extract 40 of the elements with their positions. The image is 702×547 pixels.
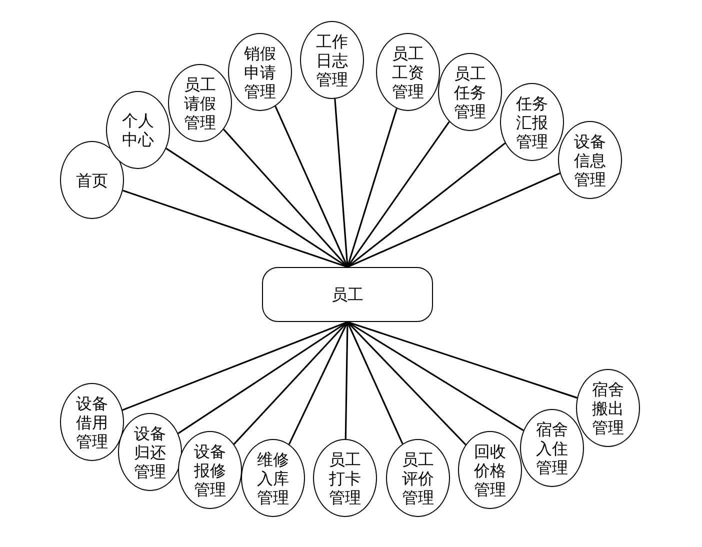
node-label: 员工任务管理 bbox=[453, 64, 487, 120]
connector-line bbox=[346, 322, 404, 444]
node-label: 员工 bbox=[332, 285, 364, 304]
attribute-ellipse bbox=[438, 53, 502, 131]
connector-line bbox=[346, 121, 450, 268]
connector-line bbox=[346, 108, 398, 268]
node-label: 宿舍入住管理 bbox=[535, 420, 569, 476]
connector-line bbox=[122, 190, 348, 268]
connector-line bbox=[347, 142, 506, 268]
node-label: 首页 bbox=[75, 170, 109, 190]
node-label: 设备归还管理 bbox=[133, 424, 167, 480]
connector-line bbox=[166, 148, 348, 268]
connector-line bbox=[233, 321, 348, 445]
node-label: 个人中心 bbox=[121, 111, 155, 149]
node-label: 维修入库管理 bbox=[256, 450, 290, 506]
connector-line bbox=[347, 172, 560, 268]
connector-line bbox=[122, 321, 348, 411]
node-label: 宿舍搬出管理 bbox=[591, 380, 625, 436]
connector-line bbox=[347, 321, 578, 399]
entity-box bbox=[262, 267, 433, 322]
connector-line bbox=[274, 106, 348, 268]
node-label: 设备报修管理 bbox=[193, 442, 227, 498]
node-label: 设备借用管理 bbox=[75, 394, 109, 450]
node-label: 工作日志管理 bbox=[315, 32, 349, 88]
node-label: 员工评价管理 bbox=[401, 450, 435, 506]
node-label: 员工打卡管理 bbox=[328, 450, 362, 506]
node-label: 设备信息管理 bbox=[573, 132, 607, 188]
connector-line bbox=[288, 322, 348, 445]
node-label: 员工请假管理 bbox=[183, 74, 217, 132]
attribute-ellipse bbox=[178, 431, 242, 509]
node-label: 回收价格管理 bbox=[473, 442, 507, 498]
connector-line bbox=[334, 98, 348, 268]
connector-line bbox=[346, 321, 466, 446]
connector-line bbox=[178, 321, 348, 434]
node-label: 员工工资管理 bbox=[391, 44, 425, 100]
node-label: 销假申请管理 bbox=[243, 44, 277, 100]
connector-line bbox=[223, 128, 348, 268]
node-label: 任务汇报管理 bbox=[515, 94, 549, 150]
connector-line bbox=[347, 321, 524, 432]
connector-line bbox=[344, 322, 348, 440]
